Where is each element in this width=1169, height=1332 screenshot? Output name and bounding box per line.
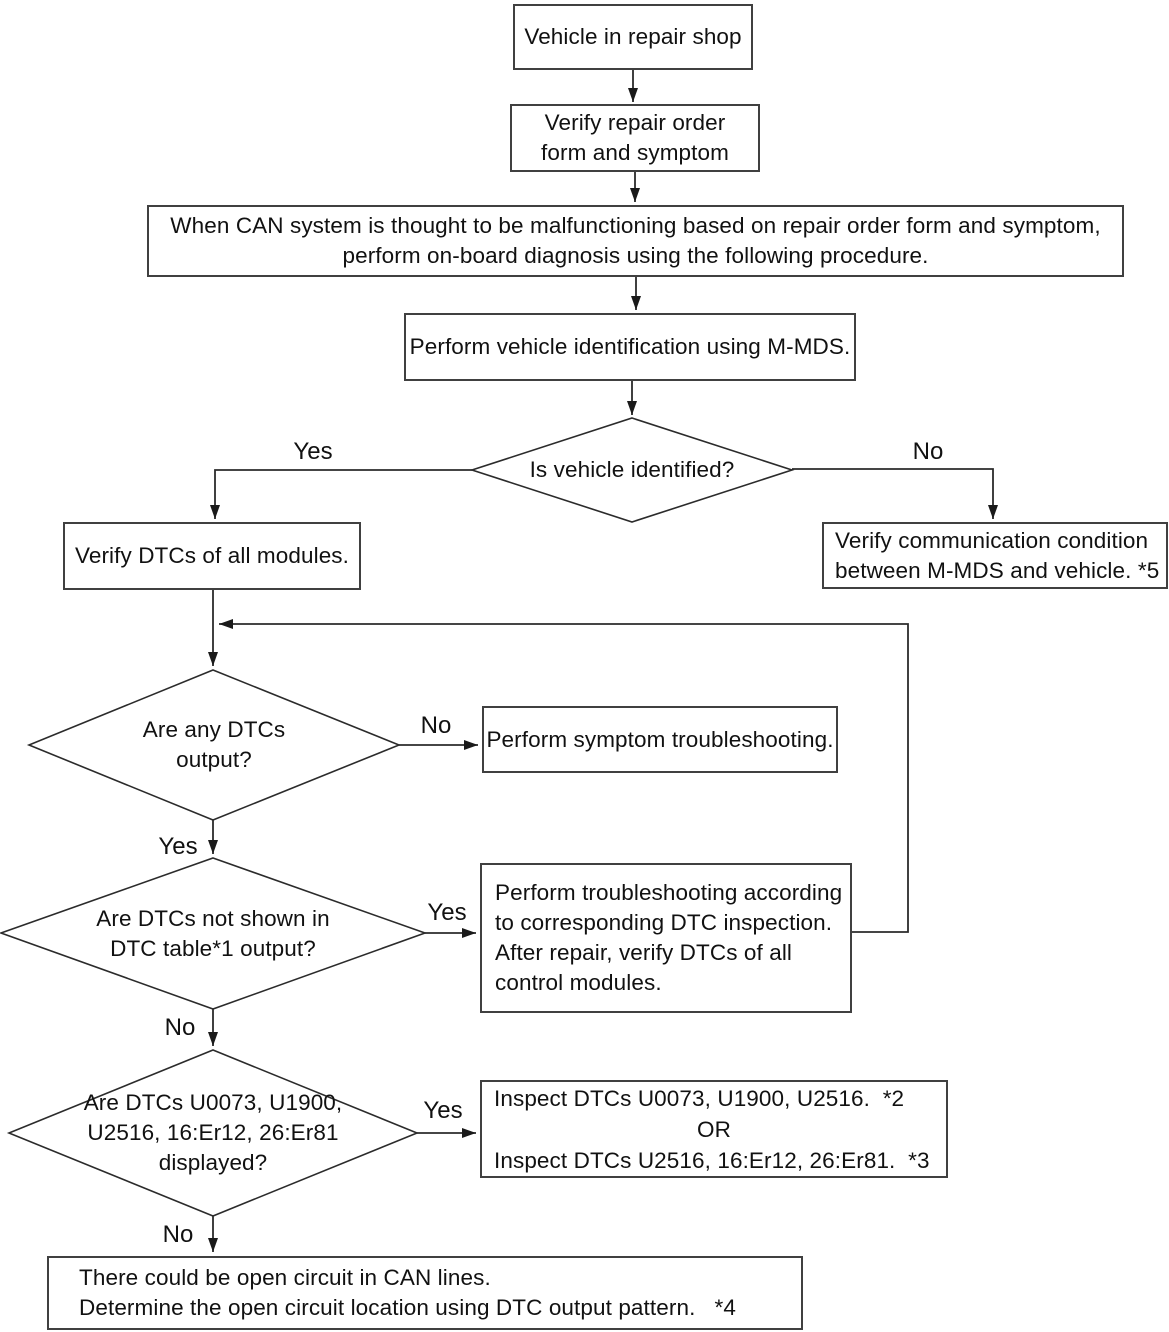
edge-label-not-in-table-no: No [164,1014,196,1041]
decision-any-dtcs-output [26,669,402,821]
decision-dtcs-not-in-table [0,857,428,1010]
edge-label-not-in-table-yes: Yes [427,899,467,926]
node-verify-dtcs-all-modules: Verify DTCs of all modules. [63,522,361,590]
edge-label-displayed-yes: Yes [423,1097,463,1124]
edge-feedback-loop [219,619,909,933]
decision-is-vehicle-identified [469,417,795,523]
inspect-dtcs-line-2: Inspect DTCs U2516, 16:Er12, 26:Er81. *3 [494,1147,930,1173]
node-open-circuit: There could be open circuit in CAN lines… [47,1256,803,1330]
node-verify-repair-order: Verify repair order form and symptom [510,104,760,172]
node-vehicle-in-repair-shop: Vehicle in repair shop [513,4,753,70]
decision-dtcs-displayed [6,1049,420,1217]
node-symptom-troubleshooting: Perform symptom troubleshooting. [482,706,838,773]
node-can-system-malfunction: When CAN system is thought to be malfunc… [147,205,1124,277]
edge-label-identified-no: No [912,438,944,465]
edge-label-any-dtcs-no: No [420,712,452,739]
inspect-dtcs-line-1: Inspect DTCs U0073, U1900, U2516. *2 [494,1085,905,1111]
inspect-dtcs-or: OR [697,1116,731,1142]
edge-label-any-dtcs-yes: Yes [158,833,198,860]
edge-identified-no [792,468,998,519]
edge-label-identified-yes: Yes [293,438,333,465]
node-verify-communication: Verify communication condition between M… [822,522,1168,589]
edge-label-displayed-no: No [162,1221,194,1248]
node-inspect-dtcs: Inspect DTCs U0073, U1900, U2516. *2 OR … [480,1080,948,1178]
node-vehicle-identification: Perform vehicle identification using M-M… [404,313,856,381]
node-dtc-inspection-troubleshooting: Perform troubleshooting according to cor… [480,863,852,1013]
edge-identified-yes [210,469,472,519]
